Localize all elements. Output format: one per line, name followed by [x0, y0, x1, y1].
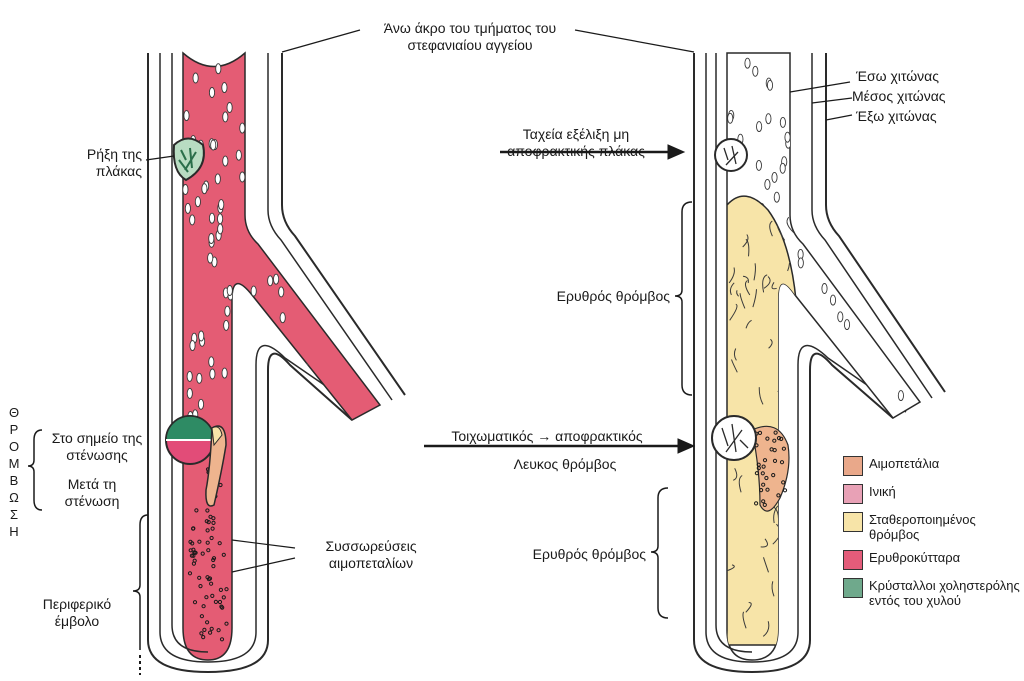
media-label: Μέσος χιτώνας [852, 88, 946, 104]
legend-label: Σταθεροποιημένος θρόμβος [869, 512, 976, 542]
right-media-line-right [811, 53, 933, 399]
legend-item: Ερυθροκύτταρα [843, 550, 1023, 570]
red-thrombus-bottom-label: Ερυθρός θρόμβος [532, 546, 646, 562]
left-vessel [147, 51, 406, 674]
legend-item: Αιμοπετάλια [843, 456, 1023, 476]
left-media-line [159, 53, 366, 663]
legend-item: Ινική [843, 484, 1023, 504]
after-stenosis-label: Μετά τη στένωση [64, 476, 120, 509]
top-vessel-label: Άνω άκρο του τμήματος του στεφανιαίου αγ… [383, 20, 557, 53]
adventitia-label: Έξω χιτώνας [856, 108, 937, 124]
embolus-brace [132, 514, 149, 650]
right-plaque-upper [714, 138, 748, 172]
right-outer-wall-right [825, 53, 946, 393]
peripheral-embolus-label: Περιφερικό έμβολο [42, 596, 112, 629]
left-media-line-right [267, 53, 393, 401]
white-thrombus-platelets [751, 425, 790, 512]
red-cells-swatch-icon [843, 550, 863, 570]
media-leader [811, 97, 853, 104]
platelet-aggregates-label: Συσσωρεύσεις αιμοπεταλίων [325, 538, 417, 571]
red-thrombus-brace-top [674, 201, 693, 396]
mural-to-occlusive-label: Τοιχωματικός → αποφρακτικός [451, 428, 643, 444]
rapid-progression-label: Ταχεία εξέλιξη μη αποφρακτικής πλάκας [507, 126, 645, 159]
at-stenosis-label: Στο σημείο της στένωσης [51, 430, 143, 463]
white-thrombus-arrowhead [677, 438, 696, 454]
stabilized-thrombus-swatch-icon [843, 512, 863, 532]
fibrin-swatch-icon [843, 484, 863, 504]
right-outer-wall [693, 53, 894, 674]
left-outer-wall [147, 53, 353, 674]
red-thrombus-brace-bottom [650, 487, 669, 619]
top-leader-right [574, 29, 695, 53]
left-lumen [182, 51, 382, 661]
right-media-line [705, 53, 907, 663]
thrombosis-brace [27, 429, 43, 511]
adventitia-leader [825, 114, 853, 121]
plaque-rupture-label: Ρήξη της πλάκας [86, 146, 142, 179]
left-outer-wall-right [281, 53, 406, 396]
red-thrombus-top-label: Ερυθρός θρόμβος [556, 288, 670, 304]
aggregates-leader-2 [231, 557, 296, 573]
right-intima-line [715, 53, 753, 653]
aggregates-leader-1 [231, 539, 296, 549]
rapid-progression-arrowhead [667, 144, 686, 160]
platelet-swatch-icon [843, 456, 863, 476]
top-leader-left [281, 29, 361, 53]
left-stenosis-plaque [165, 415, 227, 507]
legend-label: Κρύσταλλοι χοληστερόλης εντός του χυλού [869, 578, 1020, 608]
left-intima-line [171, 53, 209, 653]
white-thrombus-label: Λευκος θρόμβος [513, 456, 617, 472]
annotation-lines [27, 29, 853, 675]
legend-label: Ινική [869, 484, 896, 499]
rupture-leader [145, 155, 175, 161]
intima-leader [789, 81, 851, 93]
cholesterol-crystals-swatch-icon [843, 578, 863, 598]
right-plaque-lower [711, 415, 757, 461]
left-plaque-rupture [172, 137, 205, 182]
legend-label: Ερυθροκύτταρα [869, 550, 961, 565]
legend-label: Αιμοπετάλια [869, 456, 940, 471]
arrows [424, 144, 696, 454]
legend-item: Κρύσταλλοι χοληστερόλης εντός του χυλού [843, 578, 1023, 608]
intima-label: Έσω χιτώνας [856, 68, 940, 84]
legend-item: Σταθεροποιημένος θρόμβος [843, 512, 1023, 542]
